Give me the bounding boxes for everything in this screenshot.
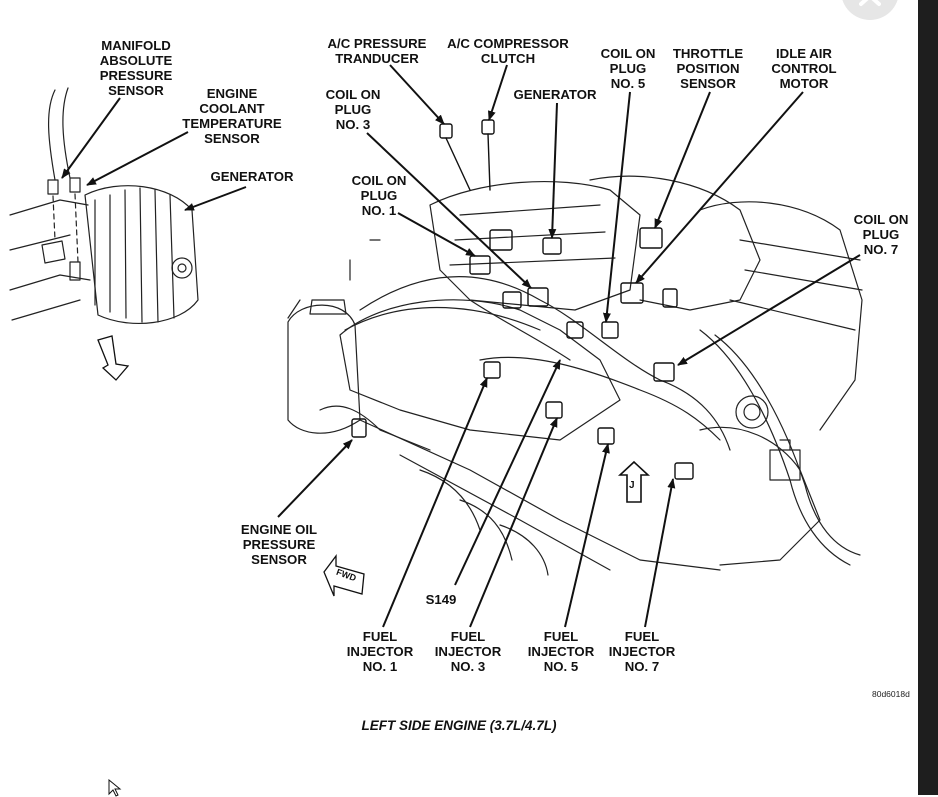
engine-block-drawing bbox=[287, 175, 863, 576]
close-button[interactable] bbox=[841, 0, 899, 20]
leader-lines bbox=[61, 64, 861, 628]
view-j-label: J bbox=[629, 480, 635, 491]
close-icon bbox=[859, 0, 881, 6]
fwd-arrow-bottom bbox=[323, 554, 365, 597]
figure-code: 80d6018d bbox=[872, 689, 910, 699]
label-generator-top: GENERATOR bbox=[513, 87, 597, 102]
connectors bbox=[351, 119, 694, 480]
view-j-arrow bbox=[617, 460, 651, 503]
label-splice-s149: S149 bbox=[425, 592, 457, 607]
viewer-scrollbar[interactable] bbox=[918, 0, 938, 795]
label-generator-left: GENERATOR bbox=[210, 169, 294, 184]
figure-caption: LEFT SIDE ENGINE (3.7L/4.7L) bbox=[361, 718, 557, 733]
generator-inset-drawing bbox=[9, 87, 199, 325]
fwd-arrow-left bbox=[97, 335, 130, 381]
mouse-cursor-icon bbox=[108, 779, 122, 797]
